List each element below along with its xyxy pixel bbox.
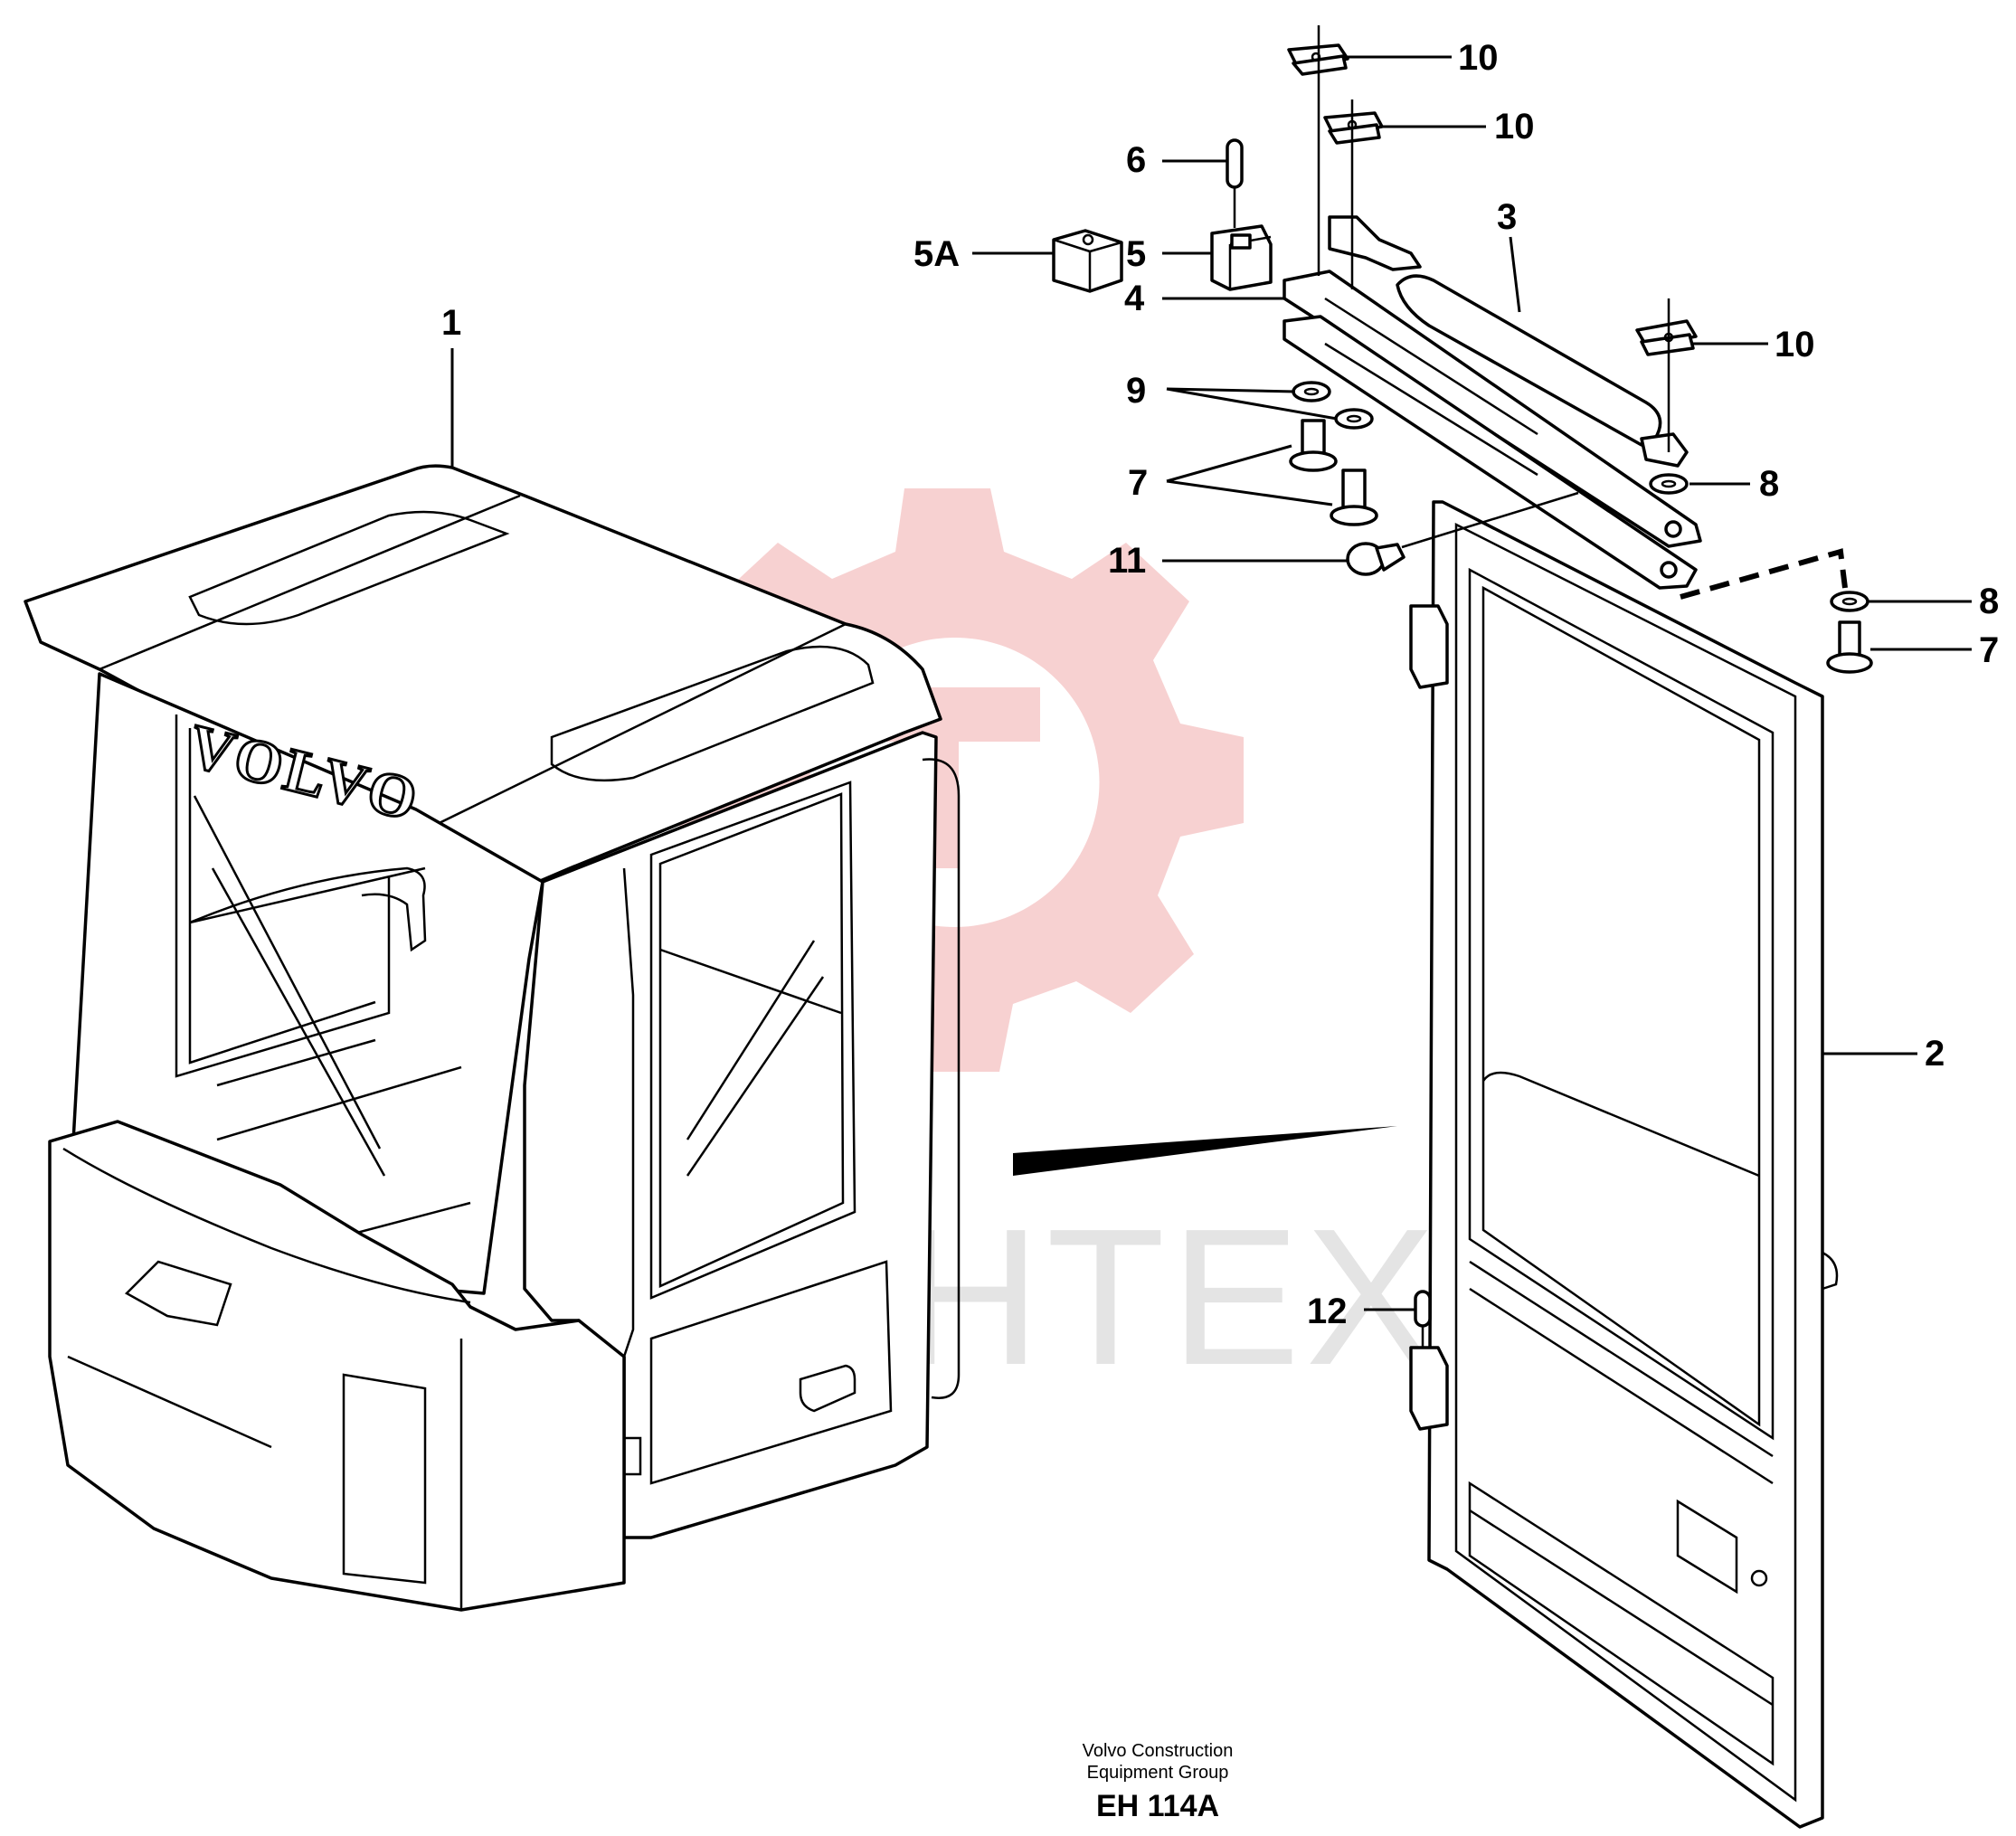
washer-hole-2 xyxy=(1346,414,1362,423)
part-9-washer-2 xyxy=(1334,408,1374,430)
callout-3: 3 xyxy=(1497,197,1517,237)
part-10-clip-3 xyxy=(1635,319,1698,356)
callout-4: 4 xyxy=(1124,279,1145,318)
strut-pivot-2 xyxy=(1660,561,1678,579)
door-panel-line-2 xyxy=(1469,1287,1774,1485)
door-lock-hole xyxy=(1750,1569,1768,1587)
callout-10c: 10 xyxy=(1775,325,1815,364)
bracket-arm-lower xyxy=(1282,315,1698,590)
door-lower-panel xyxy=(1468,1481,1775,1766)
callout-6: 6 xyxy=(1126,140,1146,180)
callout-12: 12 xyxy=(1307,1292,1348,1331)
cab-lower-body xyxy=(48,1120,626,1612)
bracket-arm-assembly xyxy=(1282,270,1702,590)
door-hinge-lower xyxy=(1409,1346,1449,1431)
leader-9a xyxy=(1166,387,1296,393)
part-7-bolt-2 xyxy=(1330,468,1378,526)
part-12-pin xyxy=(1414,1290,1432,1328)
cab-side-grab-rail xyxy=(922,758,961,1399)
bracket-slot xyxy=(1324,297,1538,436)
callout-5: 5 xyxy=(1126,234,1146,274)
callout-10a: 10 xyxy=(1458,38,1499,78)
callout-8a: 8 xyxy=(1759,464,1779,504)
caption-company: Volvo Construction xyxy=(1082,1741,1234,1761)
strut-pivot xyxy=(1664,520,1682,538)
part-9-washer-1 xyxy=(1292,381,1331,402)
part-7-bolt-3 xyxy=(1826,620,1873,674)
cab-glass-line-3 xyxy=(189,866,426,924)
door-lower-line xyxy=(1469,1509,1774,1707)
dashed-link xyxy=(1680,548,1848,600)
callout-2: 2 xyxy=(1925,1034,1945,1074)
gas-strut-assembly xyxy=(1328,215,1689,468)
cab-glass-line-4 xyxy=(216,1038,376,1087)
part-6-pin xyxy=(1226,138,1244,189)
part-5-bushing xyxy=(1210,224,1273,291)
cab-roof-panel-right xyxy=(550,645,875,782)
part-8-washer-2 xyxy=(1830,591,1869,612)
cab-door-seal xyxy=(622,867,635,1358)
callout-7a: 7 xyxy=(1128,463,1148,503)
cab-lower-panel xyxy=(342,1373,427,1585)
cab-side-window xyxy=(649,781,857,1300)
cab-dash-top xyxy=(62,1147,471,1304)
callout-7b: 7 xyxy=(1979,630,1999,670)
door-hinge-upper xyxy=(1409,604,1449,689)
callout-1: 1 xyxy=(441,303,461,343)
cab-glass-line-5 xyxy=(216,1065,462,1141)
drawing-code: EH 114A xyxy=(1095,1789,1220,1823)
cab-lower-edge-2 xyxy=(67,1355,272,1449)
door-window-inner xyxy=(1481,585,1761,1427)
part-10-clip-2 xyxy=(1323,111,1384,145)
cab-side-glass-line-1 xyxy=(686,940,816,1140)
part-11-knob xyxy=(1346,542,1406,576)
strut-cylinder xyxy=(1396,274,1662,447)
knob-axis xyxy=(1401,491,1579,549)
door-catch-knob xyxy=(1822,1251,1839,1291)
cab-side-window-inner xyxy=(658,792,845,1288)
callout-8b: 8 xyxy=(1979,582,1999,621)
cab-side-lower-panel xyxy=(649,1260,893,1485)
part-8-washer-1 xyxy=(1649,473,1689,495)
caption-group: Equipment Group xyxy=(1086,1763,1229,1783)
cab-side-window-bar xyxy=(659,948,842,1015)
part-7-bolt-1 xyxy=(1289,419,1338,472)
cab-assembly: VOLVO xyxy=(24,464,961,1612)
leader-9b xyxy=(1166,387,1338,421)
bracket-slot-2 xyxy=(1324,342,1538,477)
view-wedge xyxy=(1013,1126,1397,1176)
cab-interior-handle xyxy=(189,866,427,952)
door-window xyxy=(1468,567,1775,1441)
callout-5a: 5A xyxy=(913,234,960,274)
washer-hole-4 xyxy=(1841,597,1858,606)
leader-3 xyxy=(1509,236,1521,313)
cab-glass-reflection-1 xyxy=(193,795,382,1150)
door-outer-frame xyxy=(1427,500,1824,1829)
cab-door-handle xyxy=(799,1364,857,1413)
cab-roof-panel-left xyxy=(188,510,510,626)
door-assembly xyxy=(1409,500,1839,1829)
cab-roof-crease xyxy=(99,494,521,671)
washer-hole-1 xyxy=(1303,387,1320,396)
door-lock-plate xyxy=(1676,1499,1738,1595)
door-window-lower xyxy=(1481,1071,1760,1178)
washer-hole-3 xyxy=(1661,479,1677,488)
callout-10b: 10 xyxy=(1494,107,1535,147)
cab-roof-crease-2 xyxy=(411,622,847,838)
cab-glass-reflection-2 xyxy=(211,867,386,1177)
part-5a-block xyxy=(1052,229,1123,293)
door-panel-line xyxy=(1469,1260,1774,1458)
leader-7a xyxy=(1166,444,1292,483)
strut-end-fitting xyxy=(1640,432,1689,468)
callout-9: 9 xyxy=(1126,371,1146,411)
cab-front-glass-frame xyxy=(175,715,391,1078)
door-face xyxy=(1454,522,1797,1803)
callout-11: 11 xyxy=(1108,541,1146,581)
cab-side-glass-line-2 xyxy=(686,976,825,1177)
strut-rod xyxy=(1328,215,1422,271)
leader-7b xyxy=(1166,479,1333,506)
cab-dash-cutout xyxy=(124,1260,232,1327)
